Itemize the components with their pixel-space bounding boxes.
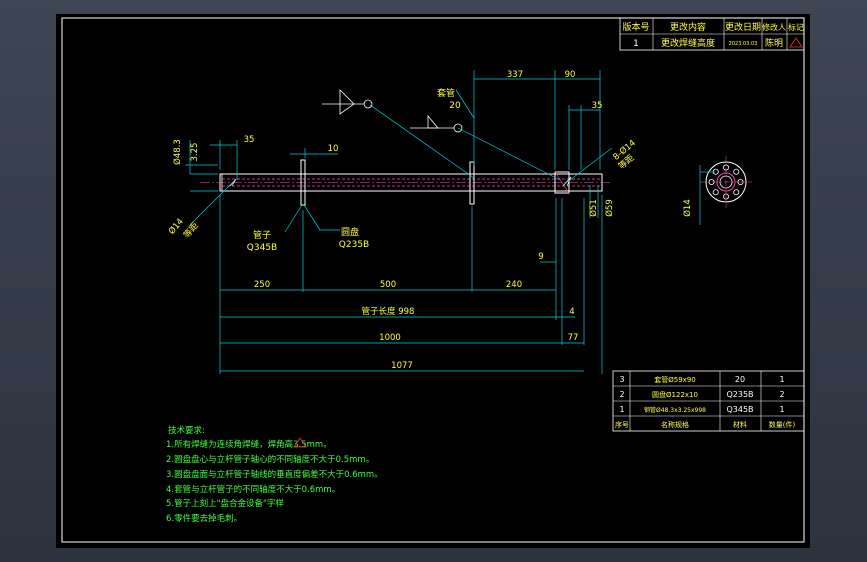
bom-header-no: 序号 [615,420,629,429]
dim-35-left: 35 [244,135,255,145]
drawing-sheet [56,14,810,548]
revision-block: 版本号 更改内容 更改日期 修改人 标记 1 更改焊缝高度 2023.03.03… [619,17,805,51]
callout-disc-mat: Q235B [339,240,369,250]
dim-240: 240 [506,280,522,290]
rev-row-no: 1 [633,39,639,49]
note-line-5: 5.管子上刻上"盘合金设备"字样 [166,498,284,509]
dim-1077: 1077 [391,361,413,371]
rev-header-content: 更改内容 [670,21,706,33]
note-line-2: 2.圆盘盘心与立杆管子轴心的不同轴度不大于0.5mm。 [166,454,374,465]
dim-phi48: Ø48.3 [172,139,183,165]
dim-phi59: Ø59 [604,199,615,217]
note-line-4: 4.套管与立杆管子的不同轴度不大于0.6mm。 [166,484,340,495]
bom-row2-name: 圆盘Ø122x10 [652,390,698,399]
bom-row3-mat: 20 [735,375,745,384]
bom-row1-name: 钢管Ø48.3x3.25x998 [644,406,706,414]
bom-row2-no: 2 [619,390,624,399]
drawing-frame [61,17,805,543]
note-triangle-icon [293,437,307,448]
disc-hole [733,189,740,196]
dim-3-25: 3.25 [190,143,200,162]
note-line-3: 3.圆盘盘面与立杆管子轴线的垂直度偏差不大于0.6mm。 [166,469,383,480]
sleeve[interactable] [554,171,572,194]
dim-phi14-side: Ø14 [682,199,693,217]
dim-9: 9 [538,252,543,262]
dim-337: 337 [507,70,523,80]
dim-77: 77 [568,333,579,343]
bom-header-name: 名称规格 [661,420,689,429]
dim-phi51: Ø51 [588,199,599,217]
revision-triangle-icon [789,37,803,48]
bom-row1-mat: Q345B [726,405,753,414]
disc-hole [733,168,740,175]
rev-header-mark: 标记 [788,22,804,32]
bom-header-mat: 材料 [733,420,747,429]
technical-notes: 技术要求: 1.所有焊缝为连续角焊缝，焊角高3.5mm。 2.圆盘盘心与立杆管子… [166,425,383,524]
rev-header-date: 更改日期 [725,21,761,33]
note-line-6: 6.零件要去掉毛刺。 [166,513,242,524]
pipe-body[interactable] [200,173,612,192]
callout-sleeve-len: 20 [449,101,461,111]
rev-header-person: 修改人 [762,22,786,32]
callout-pipe-mat: Q345B [247,243,277,253]
callout-pipe: 管子 [253,229,271,241]
dim-500: 500 [380,280,396,290]
bom-row3-qty: 1 [779,375,784,384]
disc-right[interactable] [469,161,475,205]
weld-symbols [322,89,463,133]
dim-4: 4 [569,307,574,317]
bom-table: 3 套管Ø59x90 20 1 2 圆盘Ø122x10 Q235B 2 1 钢管… [612,370,805,432]
disc-hole [712,189,719,196]
dim-1000: 1000 [379,333,401,343]
rev-row-content: 更改焊缝高度 [661,37,715,49]
callout-sleeve: 套管 [437,87,455,99]
dim-90: 90 [565,70,576,80]
bom-row1-qty: 1 [779,405,784,414]
bom-row3-no: 3 [619,375,624,384]
rev-row-date: 2023.03.03 [729,41,758,47]
rev-row-person: 陈明 [765,37,783,49]
rev-header-no: 版本号 [622,21,649,33]
bom-row3-name: 套管Ø59x90 [654,375,695,384]
callout-disc: 圆盘 [341,226,359,238]
notes-title: 技术要求: [168,425,205,436]
bom-row1-no: 1 [619,405,624,414]
dim-pipe-length: 管子长度 998 [362,306,415,317]
bom-row2-mat: Q235B [726,390,753,399]
dim-35-right: 35 [592,101,603,111]
disc-left[interactable] [300,159,306,206]
dim-250: 250 [254,280,270,290]
dim-10: 10 [328,144,339,154]
bom-row2-qty: 2 [779,390,784,399]
dimension-lines [185,70,715,374]
bom-header-qty: 数量(件) [769,420,796,429]
note-line-1: 1.所有焊缝为连续角焊缝，焊角高3.5mm。 [166,439,332,450]
callouts: 套管 20 管子 Q345B 圆盘 Q235B [247,87,461,253]
